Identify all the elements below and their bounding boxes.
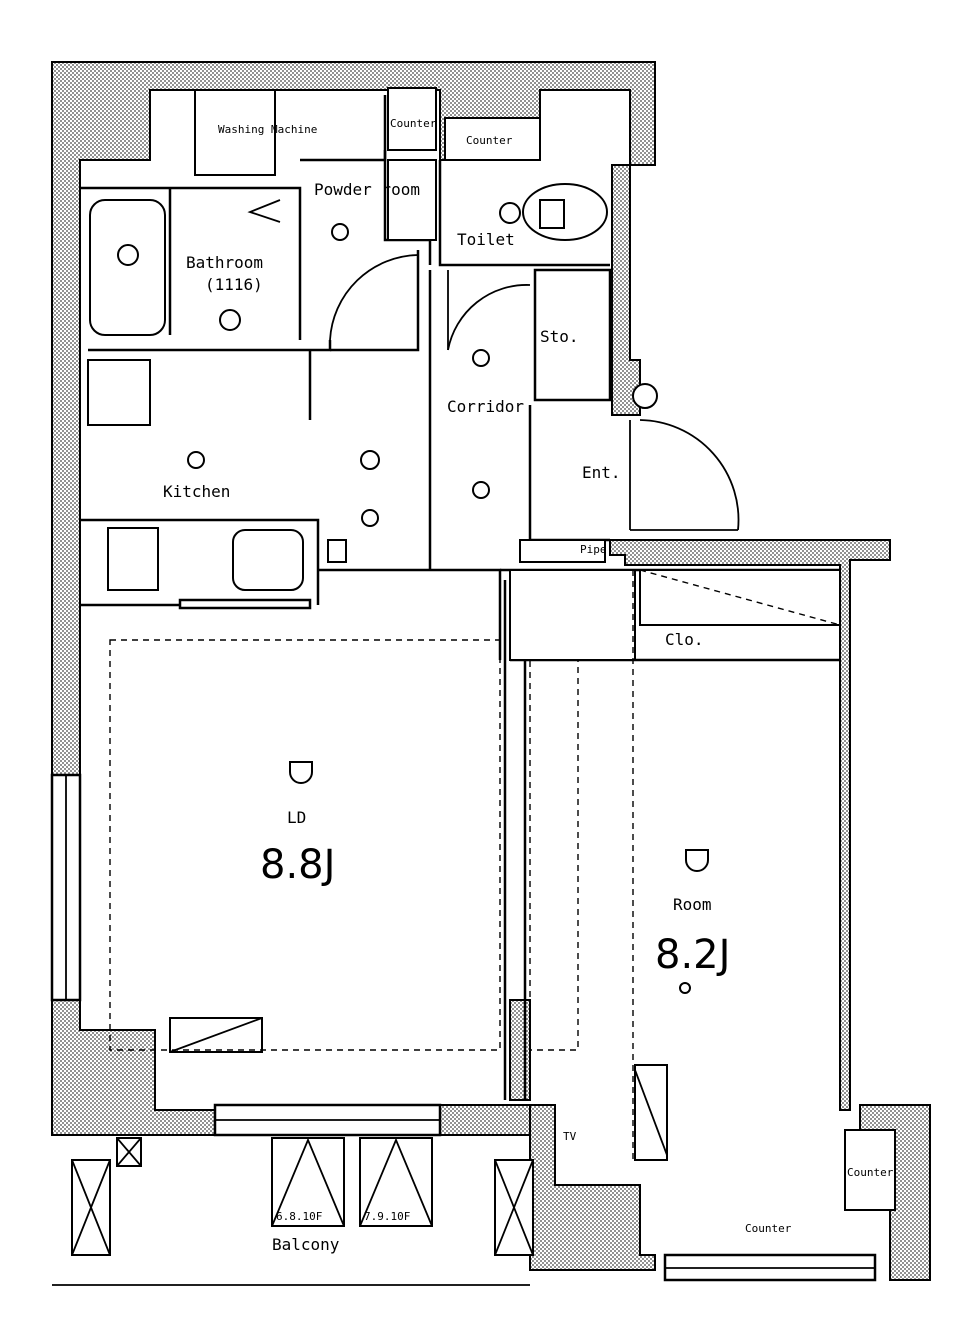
label-counter-bottom: Counter [745,1222,792,1235]
balcony-equipment [52,1137,534,1286]
windows [50,773,877,1282]
label-storage: Sto. [540,327,579,346]
label-outdoor-unit-2: 7.9.10F [364,1210,410,1223]
label-washing-machine: Washing Machine [218,123,317,136]
label-pipe: Pipe [580,543,607,556]
label-closet: Clo. [665,630,704,649]
label-kitchen: Kitchen [163,482,230,501]
label-outdoor-unit-1: 6.8.10F [276,1210,322,1223]
label-toilet: Toilet [457,230,515,249]
label-room: Room [673,895,712,914]
fixtures [87,87,896,1211]
lighting-fixtures [187,223,709,994]
dashed-outlines [109,570,634,1160]
label-ld-size: 8.8J [260,842,335,888]
room-labels: Washing Machine Counter Counter Powder r… [163,117,894,1254]
label-bathroom-size: (1116) [205,275,263,294]
label-ld: LD [287,808,306,827]
label-balcony: Balcony [272,1235,340,1254]
label-counter-2: Counter [466,134,513,147]
interior-walls [80,95,840,1100]
label-corridor: Corridor [447,397,524,416]
label-powder-room: Powder room [314,180,420,199]
label-counter-1: Counter [390,117,437,130]
label-bathroom: Bathroom [186,253,263,272]
doors [329,254,740,531]
label-room-size: 8.2J [655,932,730,978]
label-tv: TV [563,1130,577,1143]
label-entrance: Ent. [582,463,621,482]
label-counter-right: Counter [847,1166,894,1179]
